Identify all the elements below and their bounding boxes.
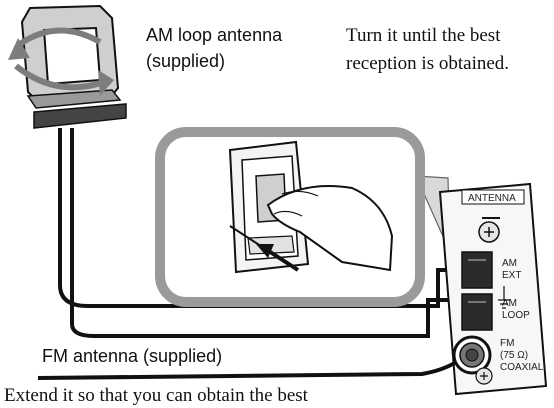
svg-text:AM: AM bbox=[502, 258, 517, 269]
terminal-closeup-callout bbox=[155, 127, 451, 307]
am-loop-antenna-label-line1: AM loop antenna bbox=[146, 25, 283, 45]
svg-text:LOOP: LOOP bbox=[502, 310, 530, 321]
svg-text:(75 Ω): (75 Ω) bbox=[500, 350, 528, 361]
fm-antenna-lead bbox=[37, 360, 458, 380]
panel-title: ANTENNA bbox=[468, 193, 516, 204]
svg-text:EXT: EXT bbox=[502, 270, 521, 281]
fm-antenna-label: FM antenna (supplied) bbox=[42, 346, 223, 366]
svg-text:COAXIAL: COAXIAL bbox=[500, 362, 544, 373]
extend-instruction: Extend it so that you can obtain the bes… bbox=[4, 385, 308, 406]
antenna-rear-panel: ANTENNA AM EXT AM LOOP FM (75 Ω) COAXIAL bbox=[438, 182, 548, 396]
am-ext-terminal bbox=[461, 251, 493, 289]
svg-text:AM: AM bbox=[502, 298, 517, 309]
svg-text:FM: FM bbox=[500, 338, 514, 349]
rotate-instruction-line2: reception is obtained. bbox=[346, 53, 510, 74]
am-loop-antenna-label-line2: (supplied) bbox=[146, 51, 226, 71]
ground-symbol bbox=[498, 286, 510, 309]
rotate-instruction-line1: Turn it until the best bbox=[346, 25, 501, 46]
am-loop-antenna bbox=[8, 4, 127, 129]
am-loop-terminal bbox=[461, 293, 493, 331]
am-cable-lower bbox=[70, 128, 462, 338]
